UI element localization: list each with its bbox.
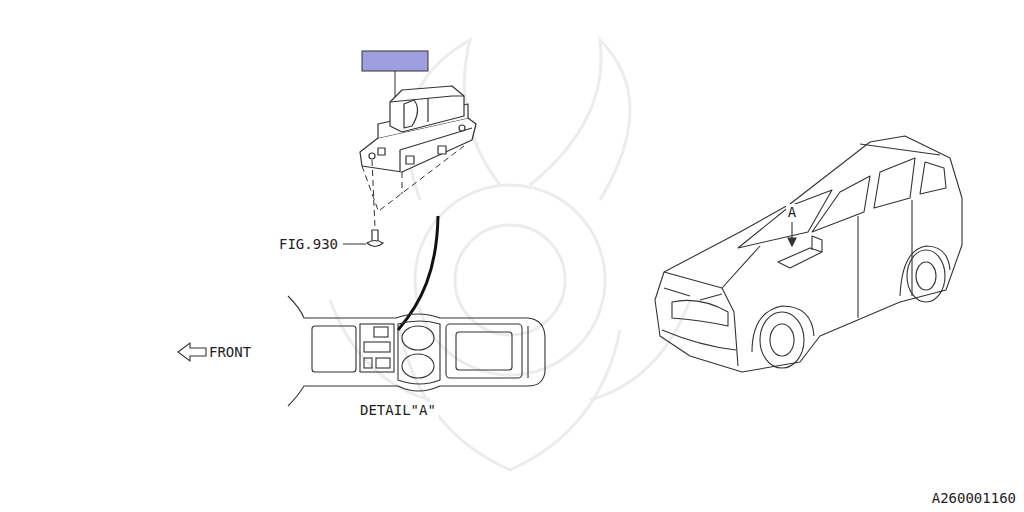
switch-assembly	[406, 156, 414, 164]
leader-line	[343, 244, 366, 245]
center-console	[288, 296, 545, 406]
vehicle	[664, 246, 760, 288]
screw	[367, 241, 383, 247]
detail-label: DETAIL"A"	[358, 402, 438, 418]
dashed-guide	[380, 146, 464, 210]
screw	[367, 230, 383, 247]
vehicle	[722, 288, 738, 366]
center-console	[288, 296, 545, 406]
center-console	[527, 326, 528, 378]
vehicle	[770, 324, 794, 356]
view-arrow	[791, 222, 792, 240]
switch-assembly	[438, 146, 446, 154]
vehicle	[874, 158, 915, 208]
switch-assembly	[459, 125, 465, 131]
center-console	[376, 358, 390, 368]
vehicle	[860, 144, 940, 155]
vehicle	[760, 312, 804, 368]
vehicle	[655, 136, 962, 372]
detail-pointer	[398, 216, 438, 330]
switch-assembly	[378, 148, 385, 155]
switch-assembly	[427, 98, 428, 122]
switch-assembly	[404, 100, 418, 128]
vehicle	[812, 176, 870, 232]
center-console	[312, 326, 356, 372]
watermark	[330, 40, 690, 470]
switch-assembly	[390, 86, 464, 132]
center-console	[402, 354, 434, 378]
vehicle	[664, 288, 722, 300]
vehicle	[812, 236, 822, 252]
vehicle	[920, 162, 946, 194]
switch-assembly	[360, 86, 476, 172]
watermark	[415, 185, 605, 375]
center-console	[402, 326, 434, 350]
view-arrow	[788, 238, 796, 246]
vehicle	[655, 136, 962, 372]
dashed-guide	[362, 146, 464, 228]
view-callout: A	[786, 204, 798, 220]
vehicle	[857, 216, 858, 318]
watermark	[400, 330, 620, 470]
center-console	[398, 321, 440, 384]
direction-label: FRONT	[207, 344, 253, 360]
switch-assembly	[369, 153, 375, 159]
watermark	[530, 40, 630, 200]
dashed-guide	[372, 160, 375, 228]
view-arrow	[788, 222, 796, 246]
front-arrow	[178, 343, 206, 361]
center-console	[364, 358, 372, 368]
center-console	[456, 332, 512, 370]
switch-assembly	[400, 128, 472, 172]
vehicle	[672, 300, 728, 326]
vehicle	[916, 262, 936, 290]
watermark	[590, 300, 690, 400]
center-console	[446, 324, 522, 378]
center-console	[364, 342, 390, 352]
dashed-guide	[402, 172, 403, 194]
vehicle	[911, 200, 912, 296]
center-console	[360, 324, 394, 372]
vehicle	[778, 248, 822, 268]
vehicle	[662, 330, 736, 350]
callout-box	[362, 51, 428, 71]
switch-assembly	[390, 96, 464, 102]
vehicle	[907, 250, 945, 302]
drawing-number: A260001160	[930, 490, 1018, 506]
figure-reference: FIG.930	[277, 236, 340, 252]
vehicle	[738, 190, 832, 248]
callout-box	[395, 71, 396, 100]
center-console	[374, 327, 388, 337]
dashed-guide	[362, 166, 378, 210]
